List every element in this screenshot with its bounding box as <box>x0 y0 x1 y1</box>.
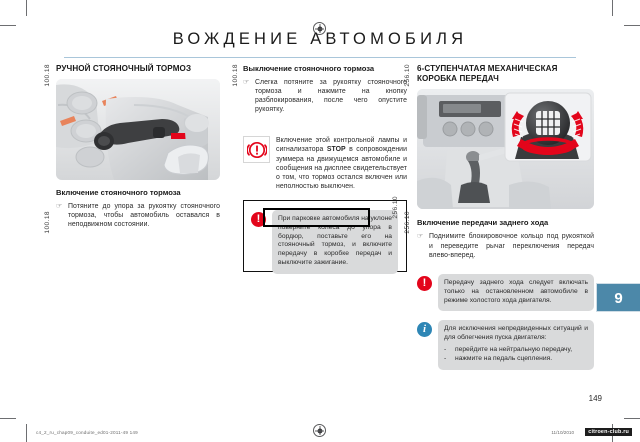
list-item-label: перейдите на нейтральную передачу, <box>455 346 573 354</box>
gear-lever-photo <box>417 89 594 210</box>
reference-number-right-mid: 256.10 <box>404 211 411 234</box>
bullet-marker-icon: ☞ <box>417 233 424 241</box>
body-text: При парковке автомобиля на уклоне поверн… <box>278 214 392 266</box>
engine-start-info: i Для исключения непредвиденных ситуаций… <box>417 320 594 371</box>
crop-mark-bottom-left-h <box>0 418 16 419</box>
section-heading-handbrake: РУЧНОЙ СТОЯНОЧНЫЙ ТОРМОЗ <box>56 64 192 73</box>
caution-bubble: При парковке автомобиля на уклоне поверн… <box>272 209 398 274</box>
warning-bubble: Передачу заднего хода следует включать т… <box>438 273 594 312</box>
crop-mark-top-left-h <box>0 25 16 26</box>
list-item: - нажмите на педаль сцепления. <box>444 355 588 364</box>
middle-column: Выключение стояночного тормоза ☞ Слегка … <box>243 64 407 274</box>
page-number: 149 <box>588 394 602 403</box>
subheading-release-handbrake: Выключение стояночного тормоза <box>243 64 375 73</box>
brake-warning-note: Включение этой контрольной лампы и сигна… <box>243 136 407 191</box>
body-text: Передачу заднего хода следует включать т… <box>444 278 588 304</box>
crop-mark-top-right-v <box>612 0 613 16</box>
reference-number-left-top: 100.18 <box>44 64 51 87</box>
reference-number-middle-top: 100.18 <box>232 64 239 87</box>
list-item-label: нажмите на педаль сцепления. <box>455 355 553 363</box>
dash-marker: - <box>444 355 447 363</box>
section-heading-gearbox: 6-СТУПЕНЧАТАЯ МЕХАНИЧЕСКАЯ КОРОБКА ПЕРЕД… <box>417 64 594 84</box>
section-heading-gearbox-line2: КОРОБКА ПЕРЕДАЧ <box>417 74 499 84</box>
registration-mark-bottom <box>313 424 326 437</box>
information-blue-icon: i <box>417 322 432 338</box>
bullet-marker-icon: ☞ <box>56 203 63 211</box>
registration-mark-top <box>313 22 326 35</box>
brake-warning-lamp-icon <box>243 136 270 164</box>
subheading-apply-handbrake: Включение стояночного тормоза <box>56 188 181 198</box>
section-heading-gearbox-line1: 6-СТУПЕНЧАТАЯ МЕХАНИЧЕСКАЯ <box>417 64 558 73</box>
handbrake-lever-photo <box>56 79 220 181</box>
body-text: Для исключения непредвиденных ситуаций и… <box>444 325 588 342</box>
warning-text-before-stop: Включение этой контрольной лампы и сигна… <box>276 137 407 154</box>
caution-framed-box: ! При парковке автомобиля на уклоне пове… <box>243 199 407 274</box>
list-item: ☞ Слегка потяните за рукоятку стояночног… <box>243 78 407 114</box>
crop-mark-top-left-v <box>26 0 27 16</box>
reverse-gear-warning: ! Передачу заднего хода следует включать… <box>417 273 594 312</box>
body-text: Слегка потяните за рукоятку стояночного … <box>255 79 407 114</box>
list-item: - перейдите на нейтральную передачу, <box>444 346 588 355</box>
exclamation-red-icon: ! <box>251 211 266 227</box>
left-column: РУЧНОЙ СТОЯНОЧНЫЙ ТОРМОЗ <box>56 64 220 229</box>
warning-text-after-stop: в сопровождении зуммера на движущемся ав… <box>276 146 407 190</box>
chapter-tab[interactable]: 9 <box>596 283 640 312</box>
reference-number-right-top: 256.10 <box>404 64 411 87</box>
title-divider <box>64 57 576 58</box>
list-item: ☞ Потяните до упора за рукоятку стояночн… <box>56 202 220 229</box>
body-text: Включение этой контрольной лампы и сигна… <box>276 136 407 191</box>
info-bubble: Для исключения непредвиденных ситуаций и… <box>438 320 594 371</box>
reference-number-left-bottom: 100.18 <box>44 211 51 234</box>
crop-mark-top-right-h <box>624 25 640 26</box>
crop-mark-bottom-left-v <box>26 424 27 442</box>
info-item-list: - перейдите на нейтральную передачу, - н… <box>444 346 588 364</box>
footer-file-reference: c4_2_ru_chap09_conduite_ed01-2011-49 149 <box>36 430 138 435</box>
footer-date: 11/10/2010 <box>551 430 574 435</box>
crop-mark-bottom-right-h <box>624 418 640 419</box>
bullet-marker-icon: ☞ <box>243 79 250 86</box>
body-text: Потяните до упора за рукоятку стояночног… <box>68 203 220 229</box>
list-item: ☞ Поднимите блокировочное кольцо под рук… <box>417 232 594 259</box>
right-column: 6-СТУПЕНЧАТАЯ МЕХАНИЧЕСКАЯ КОРОБКА ПЕРЕД… <box>417 64 594 371</box>
page-title: ВОЖДЕНИЕ АВТОМОБИЛЯ <box>172 30 468 48</box>
exclamation-red-icon: ! <box>417 275 432 291</box>
dash-marker: - <box>444 346 447 354</box>
reference-number-caution: 256.10 <box>392 196 399 219</box>
body-text: Поднимите блокировочное кольцо под рукоя… <box>429 233 594 259</box>
stop-keyword: STOP <box>326 146 346 154</box>
subheading-reverse-gear: Включение передачи заднего хода <box>417 218 549 228</box>
watermark: citroen-club.ru <box>585 428 632 436</box>
